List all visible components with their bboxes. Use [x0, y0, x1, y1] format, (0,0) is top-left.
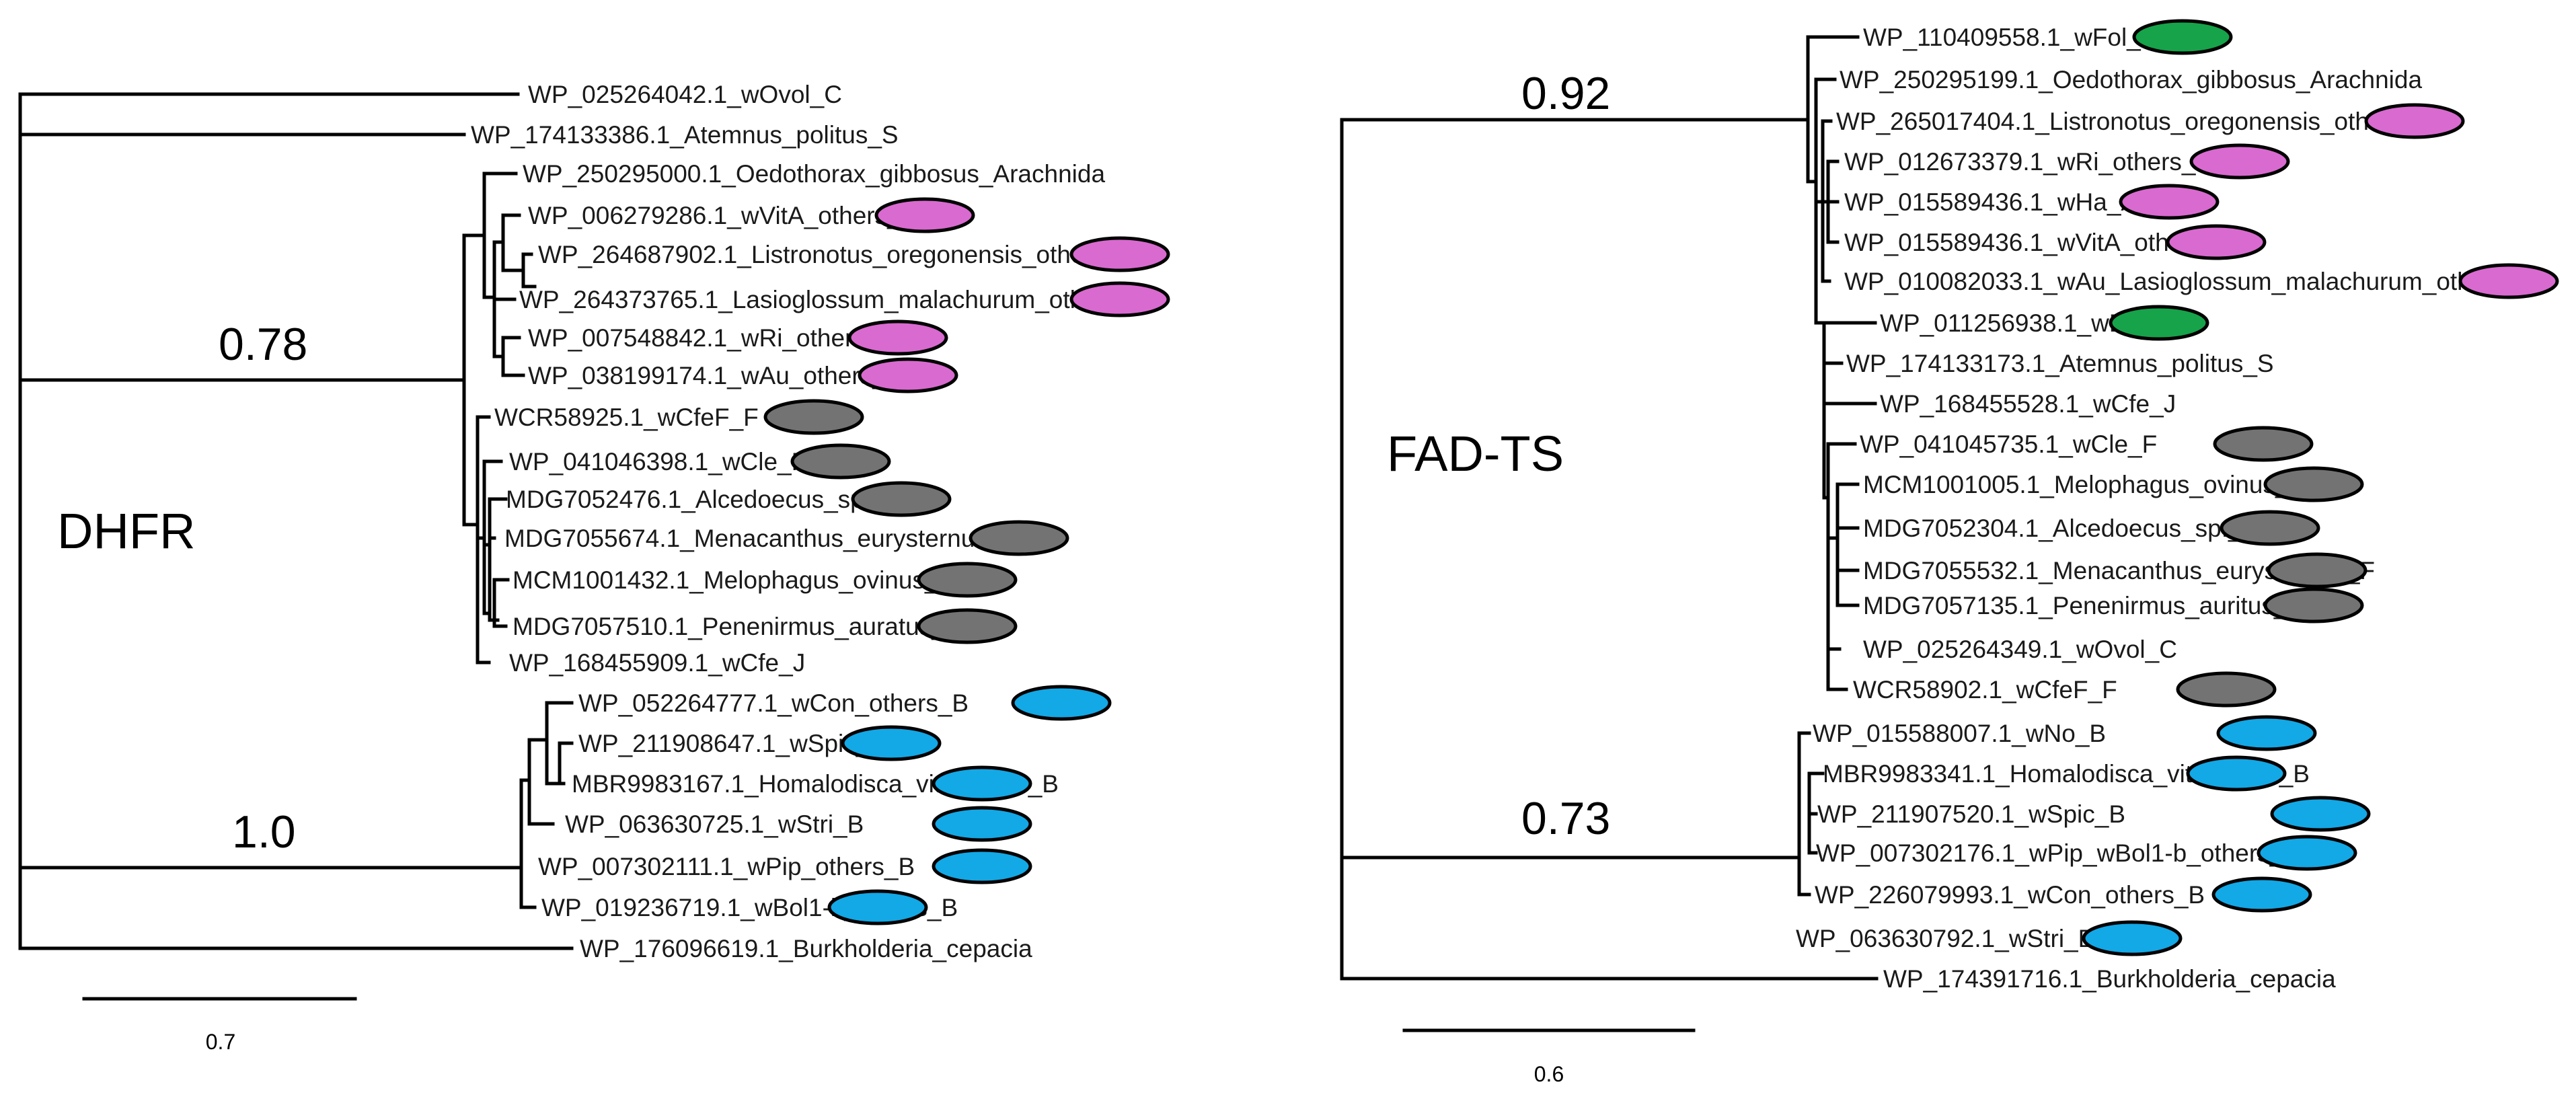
group-a-marker: [1069, 281, 1170, 317]
fadts-leaf-label: WP_265017404.1_Listronotus_oregonensis_o…: [1836, 108, 2434, 135]
dhfr-leaf-label: WP_007548842.1_wRi_others_A: [528, 324, 896, 352]
fadts-tree-name: FAD-TS: [1387, 426, 1564, 482]
group-d-marker: [2109, 305, 2209, 341]
dhfr-leaf-labels: WP_025264042.1_wOvol_C WP_174133386.1_Ate…: [471, 81, 1170, 962]
fadts-leaf-label: WP_226079993.1_wCon_others_B: [1815, 881, 2205, 909]
dhfr-support-label: 1.0: [232, 806, 296, 858]
fadts-leaf-label: WP_250295199.1_Oedothorax_gibbosus_Arach…: [1840, 66, 2422, 93]
group-b-marker: [932, 848, 1032, 884]
group-b-marker: [2082, 920, 2183, 956]
dhfr-leaf-label: WP_264687902.1_Listronotus_oregonensis_o…: [538, 241, 1136, 268]
group-a-marker: [1069, 236, 1170, 272]
group-f-marker: [763, 399, 864, 435]
group-f-marker: [917, 608, 1018, 644]
group-f-marker: [2220, 510, 2320, 546]
fadts-leaf-label: WP_168455528.1_wCfe_J: [1880, 390, 2176, 418]
group-a-marker: [858, 357, 958, 393]
group-a-marker: [847, 319, 948, 356]
group-f-marker: [851, 481, 952, 517]
group-b-marker: [2257, 835, 2357, 871]
dhfr-leaf-label: MCM1001432.1_Melophagus_ovinus_F: [513, 566, 954, 594]
group-f-marker: [2176, 671, 2277, 708]
group-b-marker: [827, 889, 928, 925]
group-f-marker: [2267, 552, 2367, 589]
dhfr-leaf-label: WP_041046398.1_wCle_F: [509, 448, 806, 476]
group-b-marker: [932, 806, 1032, 842]
fadts-leaf-label: MCM1001005.1_Melophagus_ovinus_F: [1863, 471, 2304, 498]
fadts-leaf-label: WP_007302176.1_wPip_wBol1-b_others_B: [1816, 839, 2300, 867]
fadts-scale-bar: 0.6: [1402, 1028, 1696, 1086]
fadts-leaf-label: WP_025264349.1_wOvol_C: [1863, 636, 2177, 663]
fadts-leaf-label: WP_174133173.1_Atemnus_politus_S: [1846, 350, 2274, 377]
fadts-leaf-label: WP_015589436.1_wHa_A: [1844, 188, 2137, 216]
dhfr-tree-name: DHFR: [57, 503, 196, 559]
fadts-support-label: 0.73: [1521, 793, 1610, 844]
group-f-marker: [790, 443, 891, 480]
fadts-leaf-label: WP_063630792.1_wStri_B: [1796, 925, 2094, 952]
dhfr-tree: WP_025264042.1_wOvol_C WP_174133386.1_Ate…: [18, 81, 1170, 1054]
fadts-scale-label: 0.6: [1534, 1062, 1564, 1086]
group-b-marker: [932, 765, 1032, 802]
group-a-marker: [2166, 224, 2267, 260]
group-e-marker: [2132, 19, 2233, 55]
dhfr-leaf-label: WP_168455909.1_wCfe_J: [509, 649, 805, 677]
group-b-marker: [2211, 876, 2312, 913]
dhfr-leaf-label: WP_174133386.1_Atemnus_politus_S: [471, 121, 899, 149]
group-b-marker: [841, 725, 942, 761]
fadts-leaf-label: WP_110409558.1_wFol_E: [1863, 24, 2157, 51]
group-f-marker: [2263, 587, 2364, 623]
fadts-leaf-label: WCR58902.1_wCfeF_F: [1853, 676, 2117, 704]
dhfr-scale-bar: 0.7: [82, 997, 357, 1054]
group-a-marker: [2119, 184, 2220, 220]
fadts-leaf-label: WP_012673379.1_wRi_others_A: [1844, 148, 2212, 176]
group-f-marker: [969, 520, 1069, 556]
dhfr-leaf-label: WP_264373765.1_Lasioglossum_malachurum_o…: [519, 286, 1149, 313]
fadts-leaf-label: WP_041045735.1_wCle_F: [1860, 430, 2157, 458]
dhfr-leaf-label: WP_038199174.1_wAu_others_A: [528, 362, 903, 389]
fadts-leaf-label: WP_015588007.1_wNo_B: [1813, 720, 2106, 747]
group-f-marker: [2263, 466, 2364, 502]
dhfr-leaf-label: WCR58925.1_wCfeF_F: [494, 404, 759, 431]
dhfr-leaf-label: WP_006279286.1_wVitA_others_A: [528, 202, 918, 229]
group-a-marker: [2364, 103, 2465, 139]
dhfr-leaf-label: MDG7055674.1_Menacanthus_eurysternus_F: [504, 525, 1016, 552]
dhfr-leaf-label: WP_052264777.1_wCon_others_B: [578, 689, 969, 717]
fadts-leaf-label: WP_211907520.1_wSpic_B: [1817, 800, 2125, 828]
group-f-marker: [917, 562, 1018, 598]
fadts-leaf-label: WP_010082033.1_wAu_Lasioglossum_malachur…: [1844, 268, 2536, 295]
group-a-marker: [874, 197, 975, 233]
fadts-leaf-label: MDG7057135.1_Penenirmus_auritus_F: [1863, 592, 2303, 619]
dhfr-scale-label: 0.7: [206, 1030, 235, 1054]
dhfr-leaf-label: MDG7052476.1_Alcedoecus_sp._F: [506, 486, 900, 513]
group-f-marker: [2213, 426, 2314, 462]
group-b-marker: [2270, 796, 2371, 832]
fadts-tree: WP_110409558.1_wFol_E WP_250295199.1_Oedo…: [1340, 19, 2559, 1086]
dhfr-leaf-label: WP_007302111.1_wPip_others_B: [538, 853, 915, 880]
group-b-marker: [2186, 755, 2287, 792]
dhfr-leaf-label: WP_211908647.1_wSpic_B: [578, 730, 886, 757]
fadts-leaf-labels: WP_110409558.1_wFol_E WP_250295199.1_Oedo…: [1796, 19, 2559, 993]
dhfr-leaf-label: WP_063630725.1_wStri_B: [565, 810, 864, 838]
dhfr-leaf-label: WP_025264042.1_wOvol_C: [528, 81, 842, 108]
dhfr-leaf-label: WP_176096619.1_Burkholderia_cepacia: [580, 935, 1032, 962]
group-a-marker: [2189, 143, 2290, 180]
dhfr-leaf-label: WP_250295000.1_Oedothorax_gibbosus_Arach…: [523, 160, 1105, 188]
group-b-marker: [1011, 685, 1112, 721]
fadts-leaf-label: WP_174391716.1_Burkholderia_cepacia: [1883, 965, 2336, 993]
dhfr-leaf-label: MDG7057510.1_Penenirmus_auratus_F: [513, 613, 960, 640]
fadts-leaf-label: MDG7052304.1_Alcedoecus_sp._F: [1863, 515, 2257, 542]
group-a-marker: [2458, 263, 2559, 299]
dhfr-branches: [18, 92, 574, 950]
group-b-marker: [2216, 715, 2317, 751]
fadts-branches: [1340, 35, 1879, 981]
dhfr-support-label: 0.78: [219, 319, 307, 370]
fadts-support-label: 0.92: [1521, 68, 1610, 119]
